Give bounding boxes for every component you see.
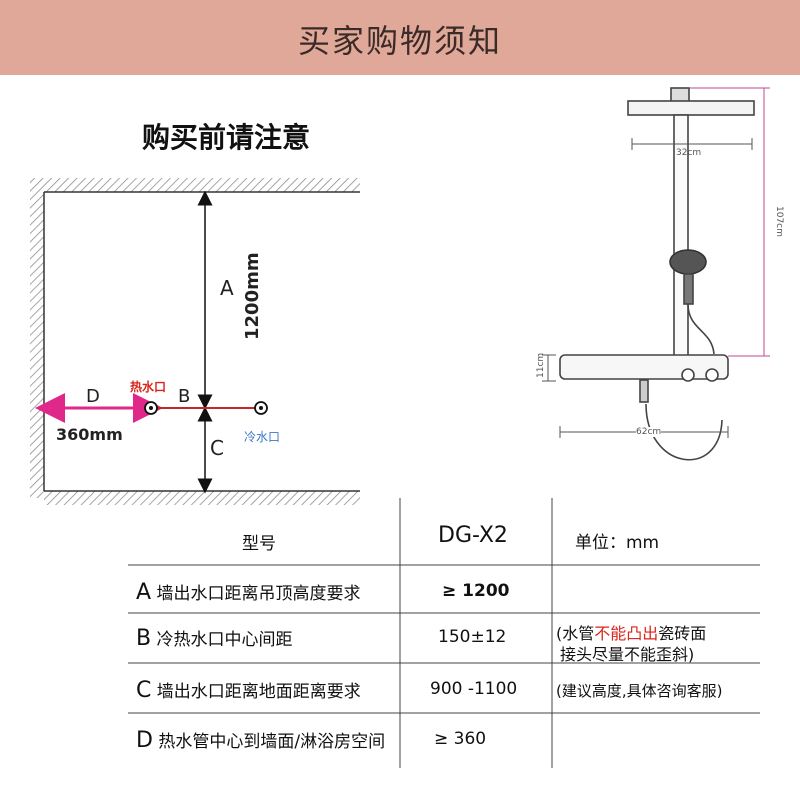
shower-product-drawing [559,87,755,461]
page-heading: 购买前请注意 [142,121,311,154]
shelf-height-label: 11cm [536,352,546,378]
row-note: (建议高度,具体咨询客服) [556,682,723,700]
row-value: 900 -1100 [430,679,518,699]
model-value: DG-X2 [438,523,508,548]
table-row: B 冷热水口中心间距 [136,625,293,651]
row-desc: 墙出水口距离吊顶高度要求 [156,584,361,604]
room-outline [30,178,360,505]
note-text: 瓷砖面 [658,624,707,643]
label-a: A [220,276,234,300]
table-row: C 墙出水口距离地面距离要求 [136,677,361,703]
spec-table-grid [128,498,760,768]
model-label: 型号 [242,534,276,554]
row-note: 接头尽量不能歪斜) [560,645,695,664]
note-highlight: 不能凸出 [594,624,659,643]
shelf-width-label: 62cm [636,427,662,437]
row-letter: D [136,728,153,753]
label-c: C [210,436,224,460]
row-letter: A [136,580,152,605]
side-value: 360mm [56,425,123,444]
title-banner: 买家购物须知 [0,0,800,75]
table-row: A 墙出水口距离吊顶高度要求 [136,579,360,605]
row-letter: C [136,678,152,703]
height-value: 1200mm [242,252,263,340]
row-desc: 冷热水口中心间距 [156,630,293,650]
unit-label: 单位：mm [575,533,660,553]
label-d: D [86,386,100,407]
row-value: 150±12 [438,627,507,647]
table-row: D 热水管中心到墙面/淋浴房空间 [136,727,385,753]
row-note: (水管不能凸出瓷砖面 [556,620,706,644]
label-b: B [178,386,191,407]
cold-inlet-label: 冷水口 [244,430,281,444]
note-text: (水管 [556,624,595,643]
hot-inlet-label: 热水口 [130,380,167,394]
row-value: ≥ 1200 [442,581,510,601]
row-letter: B [136,626,152,651]
row-desc: 墙出水口距离地面距离要求 [156,682,361,702]
banner-title: 买家购物须知 [297,22,502,60]
row-value: ≥ 360 [434,729,487,749]
width-top-label: 32cm [676,148,702,158]
row-desc: 热水管中心到墙面/淋浴房空间 [158,732,386,752]
hot-inlet-icon [144,401,158,415]
product-dimensions [542,87,770,438]
cold-inlet-icon [254,401,268,415]
total-height-label: 107cm [774,206,784,237]
